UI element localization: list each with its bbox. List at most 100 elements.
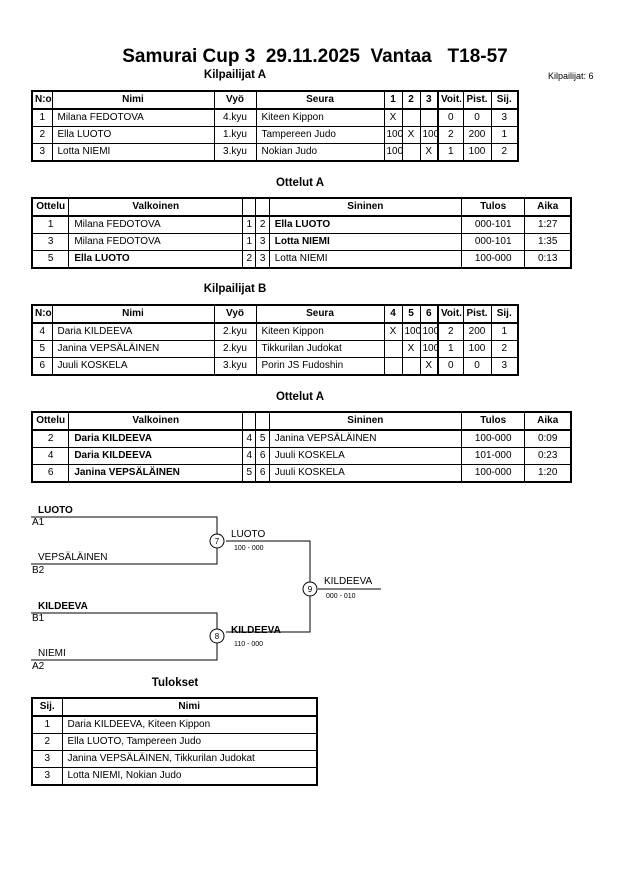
cell-time: 0:23 (524, 447, 572, 465)
cell-white-no: 1 (242, 215, 257, 234)
matches-b-table: Ottelu Valkoinen Sininen Tulos Aika 2 Da… (31, 411, 572, 483)
cell-belt: 3.kyu (213, 357, 257, 376)
col-header-vs-2: 2 (401, 90, 421, 110)
match-number-8: 8 (215, 632, 220, 641)
cell-result: 100-000 (460, 429, 526, 448)
final-score: 000 - 010 (326, 593, 356, 600)
cell-result: 101-000 (460, 447, 526, 465)
cell-vs-1: 100 (383, 126, 403, 144)
cell-blue-no: 5 (255, 429, 270, 448)
col-header-name: Nimi (51, 90, 215, 110)
table-row: 2 Ella LUOTO 1.kyu Tampereen Judo 100 X … (31, 126, 519, 144)
col-header-match: Ottelu (31, 411, 70, 431)
cell-wins: 0 (437, 357, 464, 376)
cell-points: 200 (462, 126, 492, 144)
cell-match-no: 6 (31, 464, 70, 483)
col-header-blue-no (255, 411, 270, 431)
col-header-vs-5: 5 (401, 304, 421, 324)
cell-place: 3 (31, 750, 63, 768)
cell-vs-1: X (383, 108, 403, 127)
semi-1-score: 100 - 000 (234, 545, 264, 552)
cell-time: 1:27 (524, 215, 572, 234)
cell-white-no: 4 (242, 429, 257, 448)
cell-white-name: Daria KILDEEVA (68, 447, 244, 465)
cell-name: Lotta NIEMI (51, 143, 215, 162)
cell-blue-name: Juuli KOSKELA (268, 447, 463, 465)
cell-vs-5: 100 (401, 322, 421, 341)
cell-vs-2 (401, 143, 421, 162)
cell-place: 1 (31, 715, 63, 734)
cell-blue-no: 2 (255, 215, 270, 234)
col-header-wins: Voit. (437, 304, 464, 324)
cell-blue-name: Lotta NIEMI (268, 250, 463, 269)
col-header-time: Aika (524, 411, 572, 431)
col-header-vs-3: 3 (419, 90, 439, 110)
cell-wins: 1 (437, 340, 464, 358)
cell-club: Porin JS Fudoshin (255, 357, 385, 376)
col-header-match: Ottelu (31, 197, 70, 217)
col-header-points: Pist. (462, 90, 492, 110)
cell-wins: 2 (437, 322, 464, 341)
cell-place: 1 (490, 126, 519, 144)
cell-name: Milana FEDOTOVA (51, 108, 215, 127)
cell-vs-4 (383, 357, 403, 376)
cell-wins: 0 (437, 108, 464, 127)
bracket-top-name: LUOTO (38, 505, 73, 516)
cell-result: 000-101 (460, 215, 526, 234)
col-header-points: Pist. (462, 304, 492, 324)
cell-place: 3 (490, 357, 519, 376)
semi-2-score: 110 - 000 (234, 641, 263, 648)
cell-white-name: Daria KILDEEVA (68, 429, 244, 448)
cell-vs-6: 100 (419, 322, 439, 341)
competitors-count: Kilpailijat: 6 (548, 71, 594, 81)
table-row: 2 Ella LUOTO, Tampereen Judo (31, 733, 318, 751)
col-header-blue: Sininen (268, 197, 463, 217)
cell-no: 5 (31, 340, 53, 358)
cell-time: 0:13 (524, 250, 572, 269)
results-title: Tulokset (151, 677, 199, 689)
table-row: 6 Janina VEPSÄLÄINEN 5 6 Juuli KOSKELA 1… (31, 464, 572, 483)
col-header-vs-1: 1 (383, 90, 403, 110)
cell-white-no: 1 (242, 233, 257, 251)
cell-place: 2 (490, 340, 519, 358)
cell-vs-3: X (419, 143, 439, 162)
cell-place: 1 (490, 322, 519, 341)
cell-points: 200 (462, 322, 492, 341)
col-header-club: Seura (255, 304, 385, 324)
col-header-vs-6: 6 (419, 304, 439, 324)
cell-blue-no: 6 (255, 447, 270, 465)
pool-a-title: Kilpailijat A (203, 69, 267, 81)
final-winner: KILDEEVA (324, 576, 372, 587)
cell-vs-3 (419, 108, 439, 127)
col-header-place: Sij. (490, 90, 519, 110)
col-header-white-no (242, 411, 257, 431)
cell-name-club: Ella LUOTO, Tampereen Judo (61, 733, 318, 751)
cell-time: 0:09 (524, 429, 572, 448)
cell-no: 3 (31, 143, 53, 162)
cell-club: Nokian Judo (255, 143, 385, 162)
table-row: 1 Milana FEDOTOVA 1 2 Ella LUOTO 000-101… (31, 215, 572, 234)
cell-vs-5 (401, 357, 421, 376)
cell-white-no: 4 (242, 447, 257, 465)
cell-place: 2 (490, 143, 519, 162)
semi-2-winner: KILDEEVA (231, 625, 281, 636)
cell-belt: 4.kyu (213, 108, 257, 127)
cell-blue-name: Lotta NIEMI (268, 233, 463, 251)
cell-vs-4 (383, 340, 403, 358)
table-row: 4 Daria KILDEEVA 4 6 Juuli KOSKELA 101-0… (31, 447, 572, 465)
bracket-third-name: KILDEEVA (38, 601, 88, 612)
cell-result: 000-101 (460, 233, 526, 251)
cell-name-club: Janina VEPSÄLÄINEN, Tikkurilan Judokat (61, 750, 318, 768)
bracket-fourth-seed: A2 (32, 661, 45, 672)
bracket-second-seed: B2 (32, 565, 45, 576)
table-row: 2 Daria KILDEEVA 4 5 Janina VEPSÄLÄINEN … (31, 429, 572, 448)
col-header-name: Nimi (51, 304, 215, 324)
cell-vs-1: 100 (383, 143, 403, 162)
cell-blue-name: Ella LUOTO (268, 215, 463, 234)
table-row: 1 Daria KILDEEVA, Kiteen Kippon (31, 715, 318, 734)
cell-place: 3 (490, 108, 519, 127)
cell-vs-3: 100 (419, 126, 439, 144)
cell-name-club: Daria KILDEEVA, Kiteen Kippon (61, 715, 318, 734)
cell-belt: 1.kyu (213, 126, 257, 144)
table-row: 3 Lotta NIEMI, Nokian Judo (31, 767, 318, 786)
